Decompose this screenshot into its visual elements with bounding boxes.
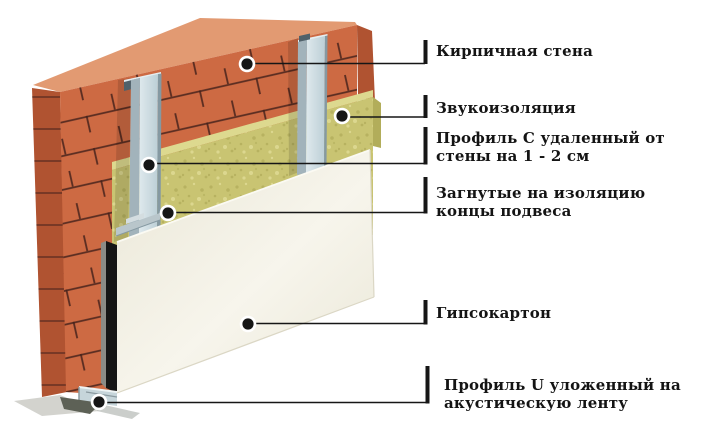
label-line: акустическую ленту	[444, 394, 628, 412]
label-bracket-hanger-ends	[423, 177, 428, 214]
floor-shadow-dark	[60, 397, 101, 414]
label-line: Кирпичная стена	[436, 42, 594, 60]
callout-dot-profile-u	[90, 393, 108, 411]
c-profile-left	[124, 72, 162, 239]
label-line: стены на 1 - 2 см	[436, 147, 590, 165]
c-profile-right-edge	[324, 35, 328, 169]
c-profile-left-web	[139, 74, 158, 236]
label-bracket-profile-u	[425, 366, 430, 404]
label-line: Профиль U уложенный на	[444, 376, 681, 394]
hanger-edge	[115, 219, 161, 237]
brick-wall-top-face	[33, 18, 357, 92]
label-hanger-ends: Загнутые на изоляцию концы подвеса	[436, 184, 645, 220]
label-profile-u: Профиль U уложенный на акустическую лент…	[444, 376, 681, 412]
callout-dot-sound-insulation	[333, 107, 351, 125]
callout-dot-drywall	[239, 315, 257, 333]
gap-shadow	[106, 241, 117, 393]
c-profile-right-flange	[297, 40, 307, 175]
callout-dot-profile-c	[140, 156, 158, 174]
drywall-right-edge	[369, 149, 375, 298]
label-bracket-profile-c	[423, 127, 428, 165]
label-bracket-sound-insulation	[423, 95, 428, 118]
brick-wall-left-face-joints	[32, 88, 67, 397]
c-profile-left-flange	[129, 78, 140, 239]
callout-dot-brick-wall	[238, 55, 256, 73]
label-line: концы подвеса	[436, 202, 572, 220]
label-bracket-drywall	[423, 300, 428, 325]
label-line: Загнутые на изоляцию	[436, 184, 646, 202]
label-bracket-brick-wall	[423, 40, 428, 64]
gap-penumbra	[101, 241, 106, 388]
floor-shadow	[14, 395, 140, 419]
c-profile-left-shadow	[114, 78, 131, 242]
insulation-right-face	[373, 97, 381, 148]
callouts	[90, 40, 430, 411]
label-line: Профиль С удаленный от	[436, 129, 665, 147]
c-profile-right-shadow	[288, 38, 299, 176]
u-profile-highlight	[78, 386, 118, 393]
label-line: Гипсокартон	[436, 304, 552, 322]
hanger-tab	[126, 213, 144, 224]
profile-shadows	[114, 38, 299, 242]
c-profile-right-web	[306, 36, 325, 173]
drywall-bottom-edge	[116, 296, 375, 394]
hanger-plate	[116, 213, 160, 236]
wall-gap	[101, 241, 117, 393]
floor-shadow-right	[97, 404, 140, 419]
hanger	[115, 213, 161, 237]
label-sound-insulation: Звукоизоляция	[436, 99, 576, 117]
label-line: Звукоизоляция	[436, 99, 576, 117]
label-profile-c: Профиль С удаленный от стены на 1 - 2 см	[436, 129, 665, 165]
drywall-front-face	[117, 150, 374, 393]
c-profile-right	[297, 33, 328, 175]
label-drywall: Гипсокартон	[436, 304, 551, 322]
drywall-panel	[116, 149, 375, 394]
drywall-top-edge	[116, 149, 371, 243]
label-brick-wall: Кирпичная стена	[436, 42, 593, 60]
c-profile-left-edge	[157, 73, 162, 233]
callout-dot-hanger-ends	[159, 204, 177, 222]
